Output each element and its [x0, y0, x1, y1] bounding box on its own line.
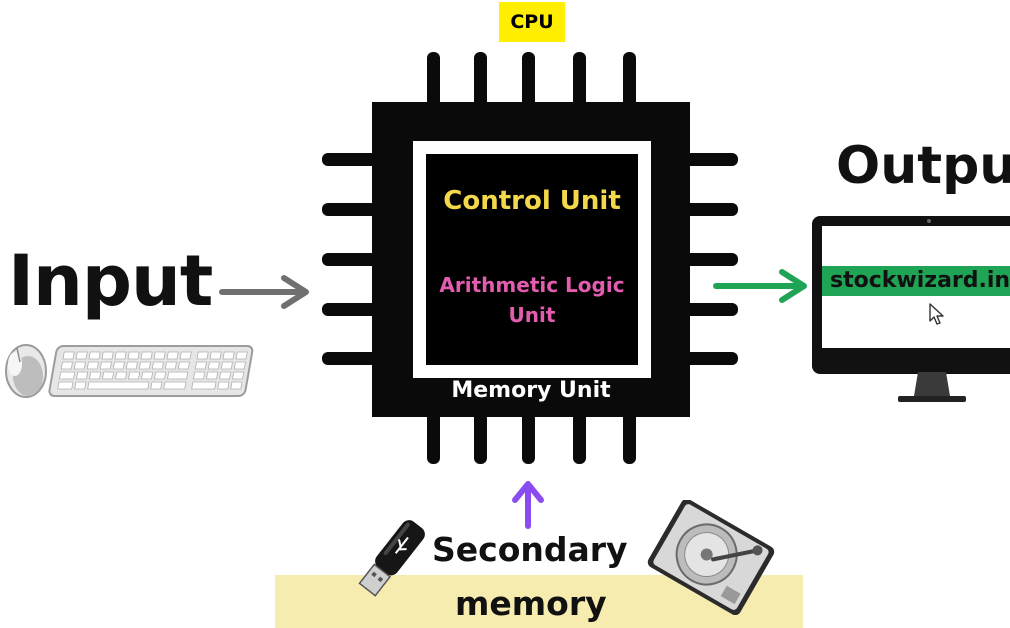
secondary-memory-label-line1: Secondary [432, 530, 628, 569]
chip-pin [474, 408, 487, 464]
chip-pin [623, 52, 636, 108]
chip-pin [682, 153, 738, 166]
monitor-camera [927, 219, 931, 223]
output-arrow [713, 269, 807, 303]
mouse-icon [5, 344, 47, 398]
brand-tag: stockwizard.in [822, 266, 1010, 296]
chip-pin [322, 253, 378, 266]
keyboard-icon [48, 345, 254, 397]
chip-pin [322, 352, 378, 365]
alu-label-line1: Arithmetic Logic [439, 273, 625, 297]
chip-pin [522, 52, 535, 108]
chip-pin [427, 408, 440, 464]
hard-disk-icon [647, 500, 775, 615]
input-arrow [219, 275, 309, 309]
chip-core [426, 154, 638, 365]
chip-pin [322, 203, 378, 216]
chip-pin [682, 303, 738, 316]
secondary-memory-label-line2: memory [455, 584, 607, 623]
chip-pin [573, 52, 586, 108]
chip-pin [322, 153, 378, 166]
cpu-label: CPU [499, 2, 565, 42]
control-unit-label: Control Unit [443, 186, 621, 216]
usb-drive-icon [358, 520, 425, 597]
chip-pin [682, 352, 738, 365]
alu-label-line2: Unit [508, 303, 556, 327]
chip-pin [522, 408, 535, 464]
chip-pin [623, 408, 636, 464]
memory-unit-label: Memory Unit [451, 378, 611, 403]
chip-pin [573, 408, 586, 464]
output-label: Output [836, 136, 1010, 196]
input-label: Input [8, 240, 213, 322]
secondary-arrow [512, 481, 544, 529]
chip-pin [682, 253, 738, 266]
monitor-stand [898, 372, 966, 402]
alu-label: Arithmetic Logic Unit [426, 270, 638, 330]
chip-pin [427, 52, 440, 108]
cursor-icon [929, 303, 944, 325]
chip-pin [682, 203, 738, 216]
chip-pin [474, 52, 487, 108]
chip-pin [322, 303, 378, 316]
